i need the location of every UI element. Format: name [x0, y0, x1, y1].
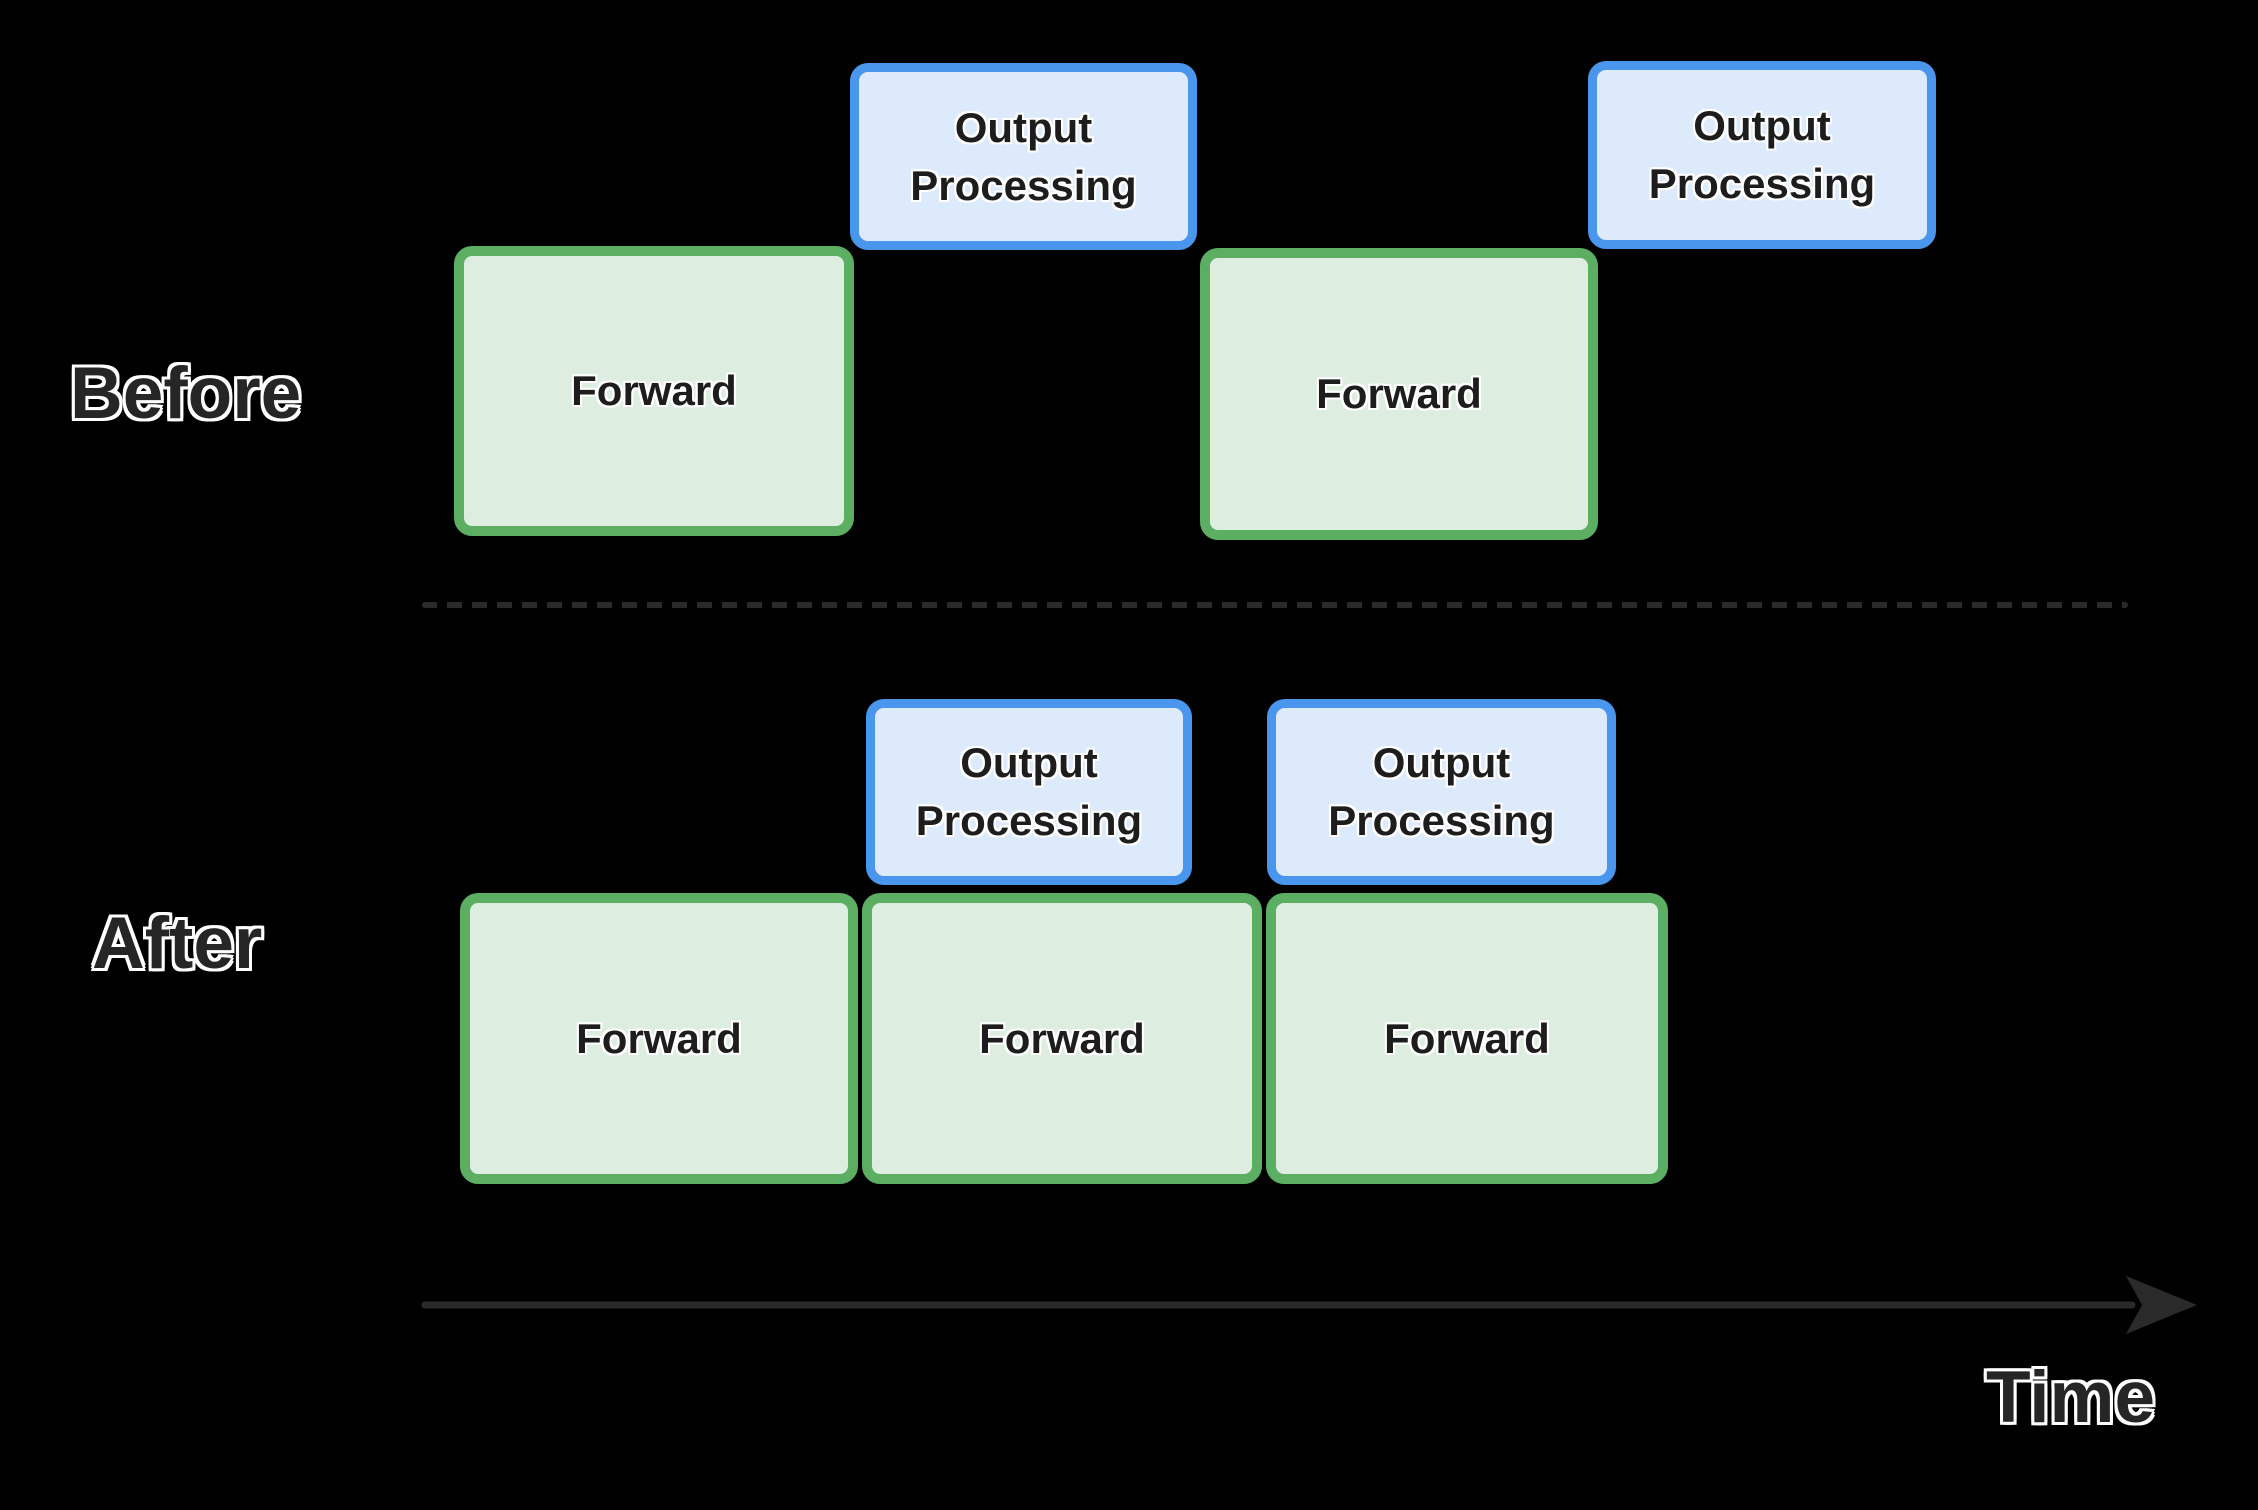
forward-box: Forward: [454, 246, 854, 536]
time-axis-arrow: [421, 1276, 2197, 1334]
before-row-label: Before: [70, 353, 302, 434]
output-processing-box: Output Processing: [1267, 699, 1616, 885]
dashed-divider: [422, 602, 2128, 608]
time-axis-label: Time: [1986, 1357, 2156, 1438]
forward-box: Forward: [460, 893, 858, 1184]
forward-box: Forward: [862, 893, 1262, 1184]
output-processing-box: Output Processing: [1588, 61, 1936, 249]
forward-box: Forward: [1200, 248, 1598, 540]
output-processing-box: Output Processing: [850, 63, 1197, 250]
output-processing-box: Output Processing: [866, 699, 1192, 885]
after-row-label: After: [92, 903, 263, 984]
forward-box: Forward: [1266, 893, 1668, 1184]
